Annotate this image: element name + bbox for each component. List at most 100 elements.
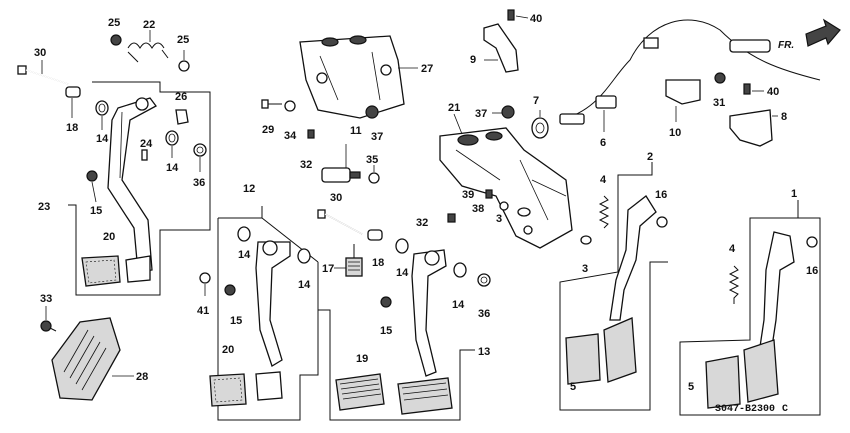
label-15: 15 [90,205,102,217]
spring-17 [345,244,363,277]
bolt-31 [714,72,726,84]
label-4: 4 [600,174,607,186]
label-17: 17 [322,263,334,275]
bolt-30-middle [317,209,363,235]
label-3: 3 [496,213,502,225]
label-20: 20 [103,231,115,243]
label-18: 18 [372,257,384,269]
accelerator-pedal-arm-a [609,195,657,321]
label-14: 14 [96,133,109,145]
label-5: 5 [570,381,576,393]
label-25: 25 [108,17,120,29]
nut-38 [499,201,509,211]
label-10: 10 [669,127,681,139]
label-38: 38 [472,203,484,215]
label-23: 23 [38,201,50,213]
label-32: 32 [300,159,312,171]
label-7: 7 [533,95,539,107]
label-9: 9 [470,54,476,66]
label-6: 6 [600,137,606,149]
label-30: 30 [330,192,342,204]
label-24: 24 [140,138,153,150]
grommet-7 [531,117,549,139]
label-11: 11 [350,125,362,137]
bolt-39 [485,189,493,199]
label-41: 41 [197,305,209,317]
spring-4-b [728,265,740,304]
nut-16-b [806,236,818,248]
stop-switch-11 [321,167,361,183]
label-13: 13 [478,346,490,358]
bushing-14-d [297,248,311,264]
label-36: 36 [478,308,490,320]
pedal-pad-5-a [565,317,637,385]
nut-35 [368,172,380,184]
bushing-14-b [165,130,179,146]
bracket-21 [439,127,573,249]
nut-15-c [380,296,392,308]
label-40: 40 [767,86,779,98]
label-36: 36 [193,177,205,189]
label-18: 18 [66,122,78,134]
label-39: 39 [462,189,474,201]
label-35: 35 [366,154,378,166]
label-32: 32 [416,217,428,229]
label-4: 4 [729,243,736,255]
bolt-30 [17,65,69,85]
pedal-pad-19 [335,373,385,411]
front-direction-arrow [805,18,841,47]
brake-pedal-arm-middle [255,240,291,367]
label-15: 15 [230,315,242,327]
bolt-29 [261,99,282,109]
bracket-8 [729,109,773,147]
label-20: 20 [222,344,234,356]
clip-26 [175,109,189,125]
label-14: 14 [452,299,465,311]
label-5: 5 [688,381,694,393]
label-2: 2 [647,151,653,163]
diagram-code: S047-B2300 [715,404,775,415]
label-1: 1 [791,188,797,200]
front-direction-label: FR. [778,40,794,51]
accelerator-pedal-arm-b [757,231,795,361]
pedal-pad-20-left [81,255,121,287]
label-33: 33 [40,293,52,305]
pin-24 [141,149,148,161]
nut-16-a [656,216,668,228]
label-27: 27 [421,63,433,75]
nut-25-a [110,34,122,46]
label-8: 8 [781,111,787,123]
bracket-27 [299,35,405,119]
label-15: 15 [380,325,392,337]
nut-37-b [501,105,515,119]
label-31: 31 [713,97,725,109]
bushing-14-c [237,226,251,242]
label-28: 28 [136,371,148,383]
label-3: 3 [582,263,588,275]
label-14: 14 [238,249,251,261]
label-16: 16 [655,189,667,201]
pedal-pad-5-b [705,339,779,409]
label-25: 25 [177,34,189,46]
nut-41 [199,272,211,284]
bolt-33 [40,320,57,332]
washer-3-a [517,207,531,217]
spring-4-a [598,195,610,229]
washer-3-b [580,235,592,245]
bracket-10 [665,79,701,105]
label-16: 16 [806,265,818,277]
label-40: 40 [530,13,542,25]
label-34: 34 [284,130,297,142]
pedal-cover-28 [51,317,121,401]
spring-22 [127,42,169,63]
label-37: 37 [371,131,383,143]
collar-18 [65,86,81,98]
nut-15-a [86,170,98,182]
bushing-14-a [95,100,109,116]
label-14: 14 [166,162,179,174]
bolt-40-a [507,9,515,21]
label-22: 22 [143,19,155,31]
nut-15-b [224,284,236,296]
